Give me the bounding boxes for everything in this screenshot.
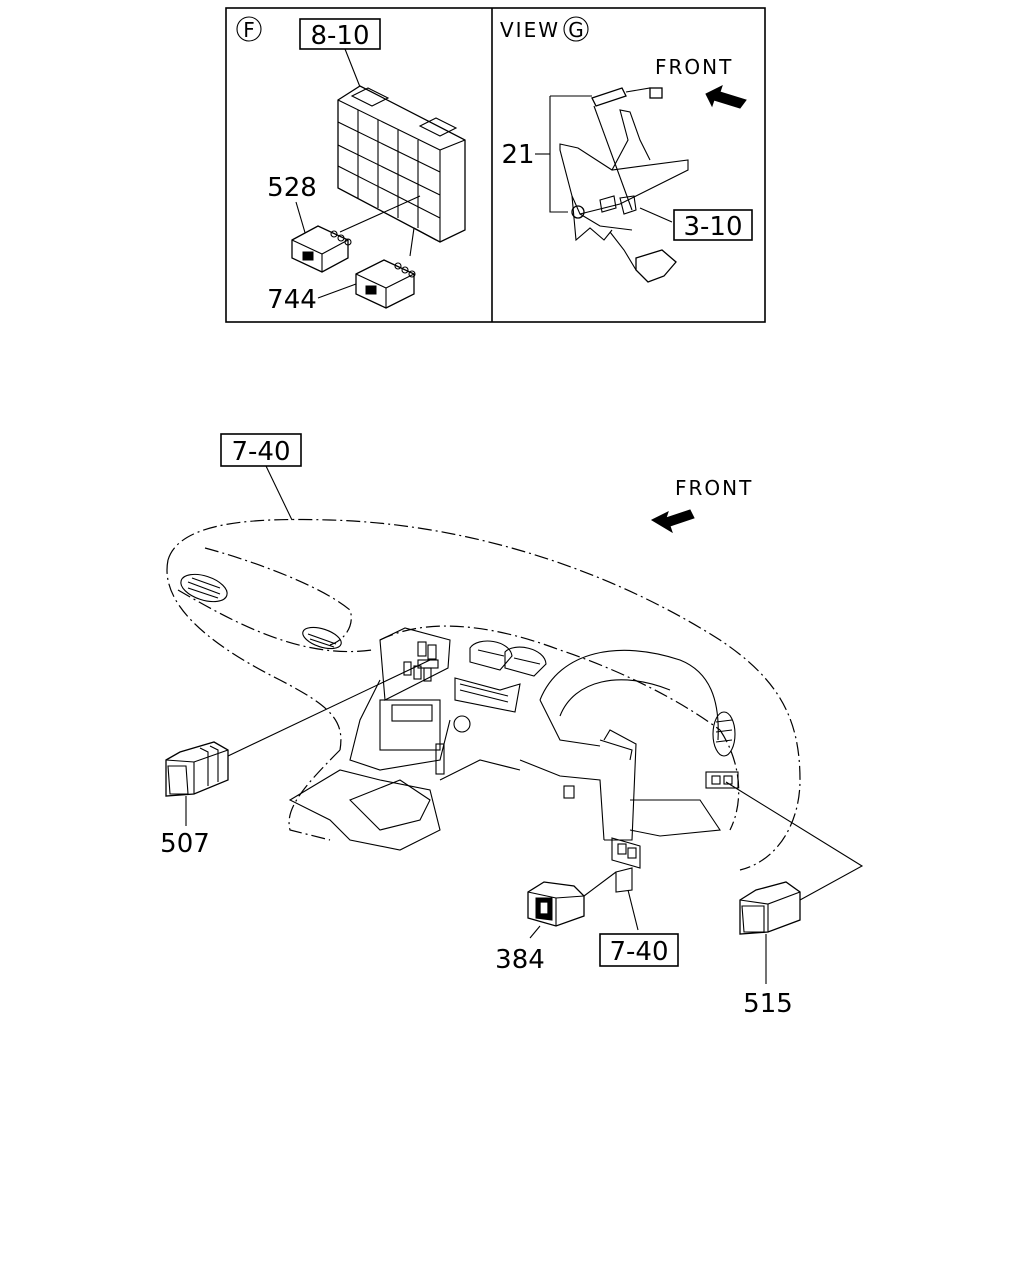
left-vent — [180, 573, 228, 603]
ref-label-7-40-bottom: 7-40 — [609, 937, 668, 967]
inset-right: VIEW G FRONT 21 3-10 — [500, 16, 753, 283]
switch-bracket — [611, 837, 641, 931]
right-switch-slot — [705, 771, 739, 789]
relay-528 — [291, 225, 352, 273]
ref-label-3-10: 3-10 — [683, 212, 742, 242]
callout-528: 528 — [267, 173, 317, 203]
section-marker-circle — [236, 16, 262, 42]
left-center-vent — [302, 626, 342, 650]
section-marker: F — [243, 18, 255, 42]
front-label-main: FRONT — [675, 476, 753, 500]
ref-label-8-10: 8-10 — [310, 21, 369, 51]
relay-box — [337, 85, 466, 243]
gauge-cluster — [539, 649, 719, 761]
ref-label-7-40-top: 7-40 — [231, 437, 290, 467]
main-diagram: 7-40 FRONT — [160, 433, 864, 1019]
view-marker: G — [568, 18, 584, 42]
ref-box-8-10 — [299, 18, 381, 50]
instrument-panel — [166, 518, 801, 871]
center-console — [349, 627, 547, 775]
pedal-bracket — [559, 109, 689, 283]
leader-bracket — [549, 96, 568, 213]
callout-744: 744 — [267, 285, 317, 315]
relay-744 — [355, 259, 416, 309]
inset-frame — [225, 7, 766, 323]
view-marker-circle — [563, 16, 589, 42]
callout-21: 21 — [501, 140, 534, 170]
leader-line — [339, 195, 421, 233]
callout-515: 515 — [743, 989, 793, 1019]
callout-507: 507 — [160, 829, 210, 859]
leader-line — [265, 465, 293, 521]
switch-384 — [527, 871, 617, 939]
ref-box-7-40-bottom — [599, 933, 679, 967]
console-tray — [288, 759, 521, 851]
lower-panel — [519, 729, 721, 841]
front-arrow-icon — [650, 509, 695, 534]
switch-515 — [725, 781, 864, 984]
ref-box-7-40-top — [220, 433, 302, 467]
leader-line — [317, 283, 357, 299]
view-label: VIEW — [500, 18, 560, 42]
front-arrow-icon — [705, 85, 747, 109]
callout-384: 384 — [495, 945, 545, 975]
inset-left: F 8-10 528 — [236, 16, 466, 315]
leader-line — [295, 201, 307, 237]
front-label-inset: FRONT — [655, 55, 733, 79]
ref-box-3-10 — [673, 209, 753, 241]
leader-line — [344, 48, 363, 93]
switch-507 — [165, 659, 431, 826]
leader-line — [639, 207, 673, 223]
right-vent — [712, 711, 736, 757]
